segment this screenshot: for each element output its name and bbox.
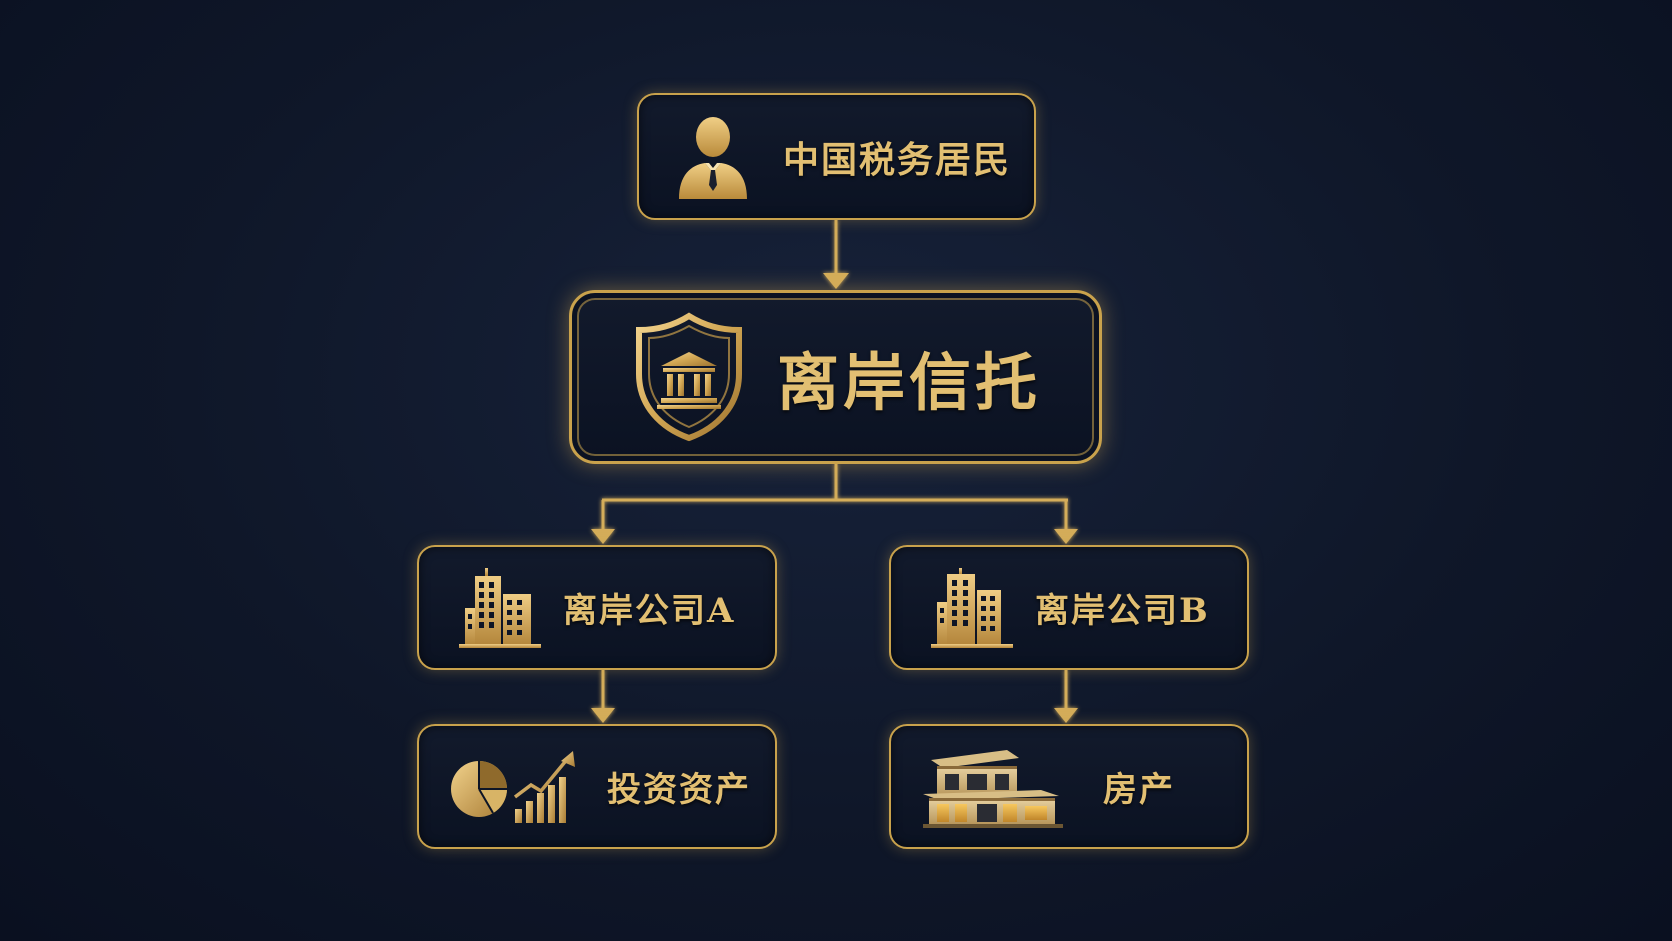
- node-label: 离岸公司A: [563, 591, 736, 631]
- node-offshore-company-a: 离岸公司A: [417, 545, 777, 670]
- node-property: 房产: [889, 724, 1249, 849]
- node-label: 离岸信托: [777, 346, 1042, 419]
- node-label: 离岸公司B: [1035, 591, 1210, 631]
- arrowhead-property: [1054, 708, 1078, 723]
- shield-bank-icon: [636, 312, 742, 442]
- office-building-icon: [459, 567, 541, 648]
- businessman-icon: [679, 116, 747, 199]
- node-label: 房产: [1103, 770, 1175, 810]
- node-investment-assets: 投资资产: [417, 724, 777, 849]
- node-offshore-company-b: 离岸公司B: [889, 545, 1249, 670]
- arrowhead-investment: [591, 708, 615, 723]
- node-label: 中国税务居民: [783, 138, 1012, 181]
- pie-chart-growth-icon: [451, 750, 575, 823]
- office-building-icon: [931, 567, 1013, 648]
- arrowhead-company-b: [1054, 529, 1078, 544]
- arrowhead-trust: [823, 273, 849, 289]
- node-china-tax-resident: 中国税务居民: [637, 93, 1036, 220]
- node-offshore-trust: 离岸信托: [569, 290, 1102, 464]
- arrowhead-company-a: [591, 529, 615, 544]
- node-label: 投资资产: [607, 770, 751, 810]
- house-icon: [923, 749, 1063, 828]
